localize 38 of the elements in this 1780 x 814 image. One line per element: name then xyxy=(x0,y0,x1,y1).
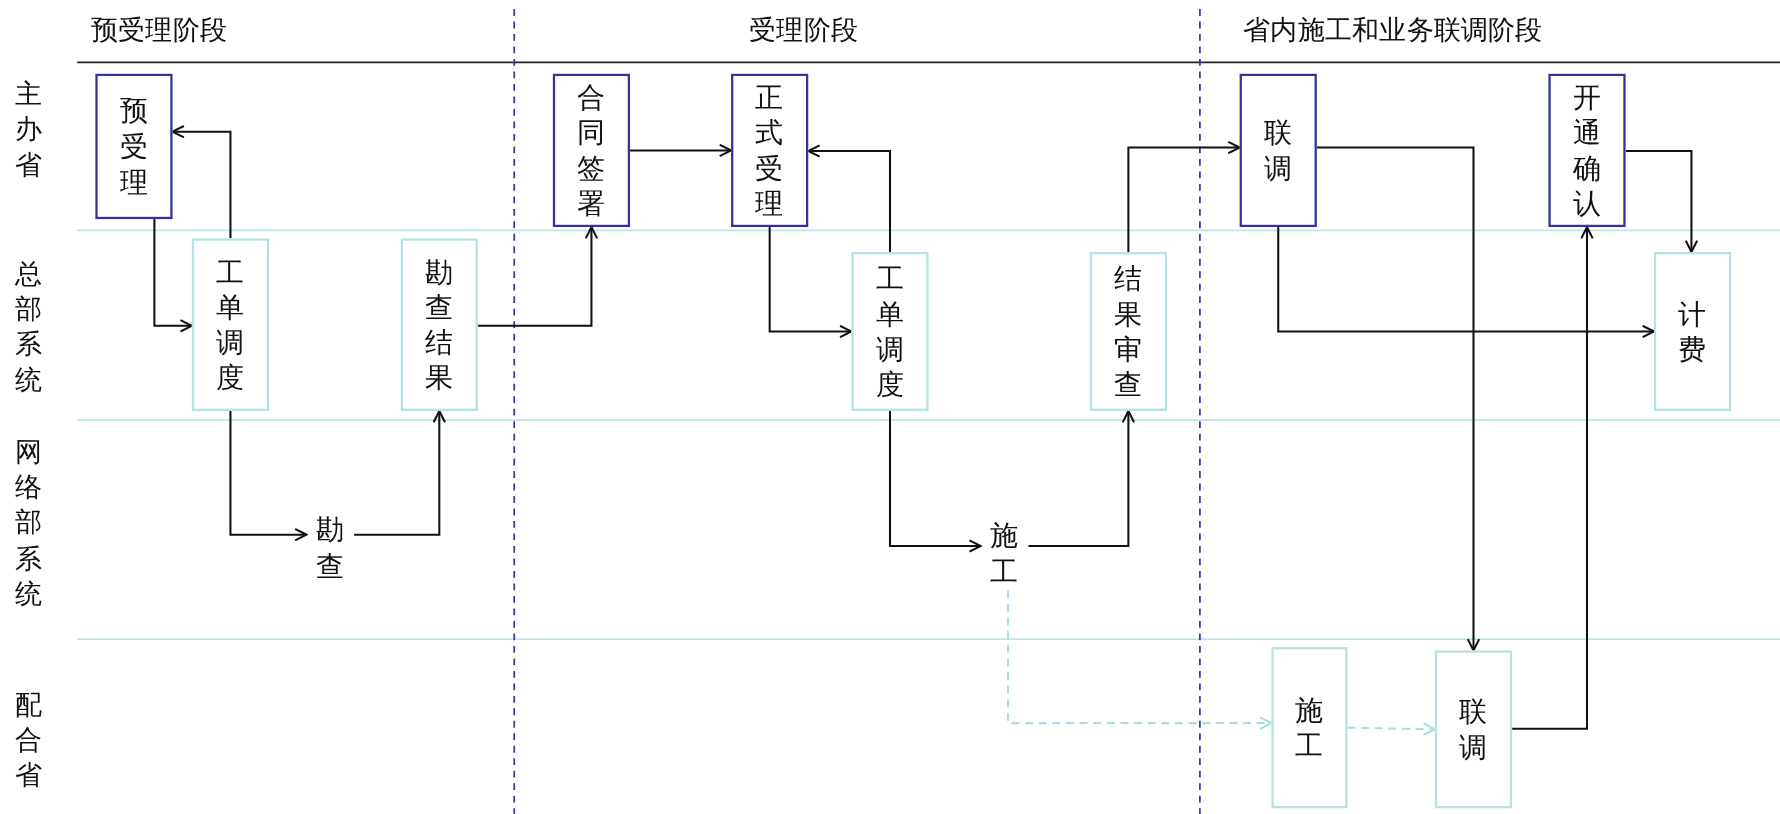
process-box: 联调 xyxy=(1239,73,1317,228)
lane-label: 配合省 xyxy=(13,688,44,794)
process-box: 施工 xyxy=(1271,647,1348,809)
arrow xyxy=(171,125,232,239)
phase-heading: 省内施工和业务联调阶段 xyxy=(1243,12,1543,48)
arrow xyxy=(229,410,308,542)
arrow xyxy=(1316,146,1481,652)
arrow xyxy=(630,143,733,158)
step-text: 施工 xyxy=(980,516,1029,591)
process-box: 结果审查 xyxy=(1089,252,1167,411)
arrow xyxy=(1512,226,1594,730)
arrow xyxy=(807,144,891,252)
arrow xyxy=(768,227,853,339)
lane-label: 主办省 xyxy=(13,77,44,183)
process-box: 工单调度 xyxy=(851,252,929,411)
process-box: 勘查结果 xyxy=(400,238,478,411)
arrow xyxy=(477,226,599,327)
phase-heading: 预受理阶段 xyxy=(90,12,228,48)
phase-heading: 受理阶段 xyxy=(749,12,859,48)
process-box: 合同签署 xyxy=(552,73,631,228)
step-text: 勘查 xyxy=(306,510,355,585)
process-box: 计费 xyxy=(1654,252,1732,411)
lane-label: 网络部系统 xyxy=(13,434,44,612)
arrow xyxy=(1127,140,1241,252)
lane-label: 总部系统 xyxy=(13,256,44,398)
process-box: 工单调度 xyxy=(191,238,270,411)
arrow xyxy=(354,409,446,536)
arrow xyxy=(153,219,193,333)
process-box: 预受理 xyxy=(95,73,173,220)
arrow xyxy=(1007,590,1273,730)
arrow xyxy=(889,410,982,553)
arrow xyxy=(1028,409,1136,548)
arrow xyxy=(1625,149,1699,254)
process-box: 正式受理 xyxy=(731,73,809,228)
arrow xyxy=(1347,722,1436,736)
arrow xyxy=(1277,227,1655,339)
process-box: 联调 xyxy=(1434,650,1513,809)
process-box: 开通确认 xyxy=(1548,73,1626,228)
